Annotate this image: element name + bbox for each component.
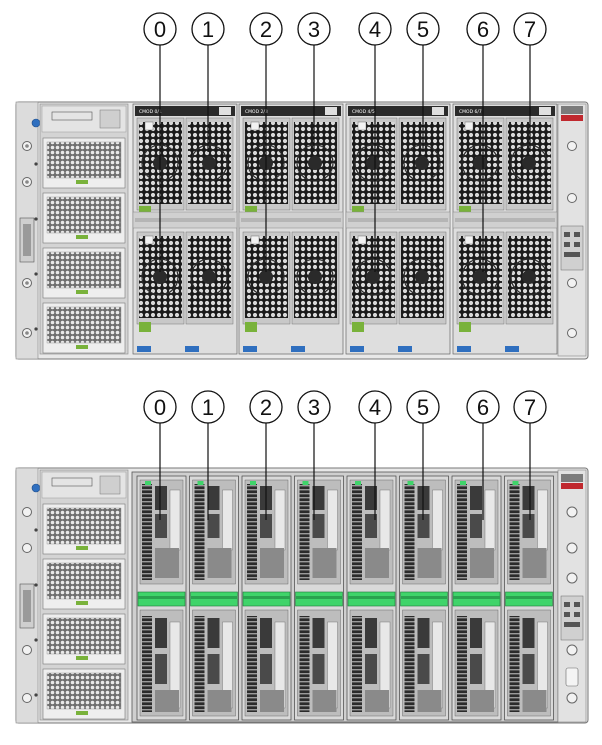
slot-badge [505, 346, 519, 352]
top-fan-modules [132, 103, 558, 355]
module-label-text: CMOD 2/3 [245, 109, 268, 115]
slot-badge [457, 346, 471, 352]
top-callout-circle [143, 12, 177, 46]
bottom-psu-units [34, 503, 126, 720]
bottom-callout-number: 6 [477, 395, 489, 420]
psu-unit [34, 192, 126, 244]
compute-blade [399, 475, 449, 721]
fan-unit [185, 231, 234, 325]
psu-unit [34, 247, 126, 299]
fan-unit [456, 117, 505, 216]
module-label-bar [135, 106, 235, 116]
top-chassis-view: CMOD 0/1 CMOD 2/3 CMOD 4/5 CMOD 6/7 [15, 101, 589, 360]
compute-blade [504, 475, 554, 721]
top-callout-circle [249, 12, 283, 46]
compute-blade [451, 475, 502, 721]
top-psu-units [34, 137, 126, 354]
fan-module [132, 103, 238, 355]
top-callout-number: 5 [417, 17, 429, 42]
fan-unit [185, 117, 234, 211]
bottom-callout-number: 0 [154, 395, 166, 420]
module-label-bar [455, 106, 555, 116]
bottom-callouts: 0 1 2 3 4 5 6 7 [143, 390, 547, 520]
bottom-blades [136, 475, 554, 721]
bottom-left-rail-screws [19, 483, 41, 703]
bottom-callout-circle [297, 390, 331, 424]
top-callout-number: 7 [524, 17, 536, 42]
slot-badge [243, 346, 257, 352]
fan-module [452, 103, 558, 355]
top-callouts: 0 1 2 3 4 5 6 7 [143, 12, 547, 272]
top-callout-circle [513, 12, 547, 46]
psu-unit [34, 137, 126, 189]
bottom-callout-number: 3 [308, 395, 320, 420]
bottom-right-rail-details [560, 474, 584, 704]
bottom-callout-circle [406, 390, 440, 424]
top-left-rail-screws [19, 118, 41, 338]
fan-unit [456, 231, 505, 332]
bottom-callout-circle [358, 390, 392, 424]
top-callout-circle [406, 12, 440, 46]
bottom-callout-circle [191, 390, 225, 424]
fan-unit [398, 231, 447, 325]
bottom-callout-number: 7 [524, 395, 536, 420]
top-callout-number: 4 [369, 17, 381, 42]
top-callout-number: 6 [477, 17, 489, 42]
psu-unit [34, 613, 126, 665]
bottom-chassis-view [15, 467, 589, 724]
top-right-rail-details [560, 106, 584, 338]
fan-unit [291, 117, 340, 211]
module-label-text: CMOD 4/5 [352, 109, 375, 115]
module-label-bar [348, 106, 448, 116]
compute-blade [294, 475, 344, 721]
top-module-label-bars: CMOD 0/1 CMOD 2/3 CMOD 4/5 CMOD 6/7 [135, 106, 555, 116]
top-callout-number: 3 [308, 17, 320, 42]
module-label-bar [241, 106, 341, 116]
slot-badge [185, 346, 199, 352]
module-label-text: CMOD 0/1 [139, 109, 162, 115]
module-label-text: CMOD 6/7 [459, 109, 482, 115]
bottom-callout-number: 5 [417, 395, 429, 420]
top-callout-circle [358, 12, 392, 46]
top-callout-circle [191, 12, 225, 46]
fan-unit [349, 231, 398, 332]
bottom-callout-circle [249, 390, 283, 424]
fan-unit [349, 117, 398, 216]
bottom-callout-circle [143, 390, 177, 424]
compute-blade [189, 475, 239, 721]
slot-badge [350, 346, 364, 352]
fan-module [345, 103, 451, 355]
top-callout-number: 2 [260, 17, 272, 42]
top-callout-number: 1 [202, 17, 214, 42]
bottom-callout-circle [513, 390, 547, 424]
fan-unit [291, 231, 340, 325]
compute-blade [346, 475, 397, 721]
slot-badge [398, 346, 412, 352]
slot-badge [137, 346, 151, 352]
bottom-callout-number: 4 [369, 395, 381, 420]
compute-blade [136, 475, 187, 721]
bottom-callout-circle [466, 390, 500, 424]
bottom-callout-number: 2 [260, 395, 272, 420]
psu-unit [34, 302, 126, 354]
psu-unit [34, 558, 126, 610]
psu-unit [34, 503, 126, 555]
top-callout-circle [466, 12, 500, 46]
fan-module [238, 103, 344, 355]
psu-unit [34, 668, 126, 720]
fan-unit [505, 231, 554, 325]
bottom-callout-number: 1 [202, 395, 214, 420]
top-callout-number: 0 [154, 17, 166, 42]
top-callout-circle [297, 12, 331, 46]
slot-badge [291, 346, 305, 352]
